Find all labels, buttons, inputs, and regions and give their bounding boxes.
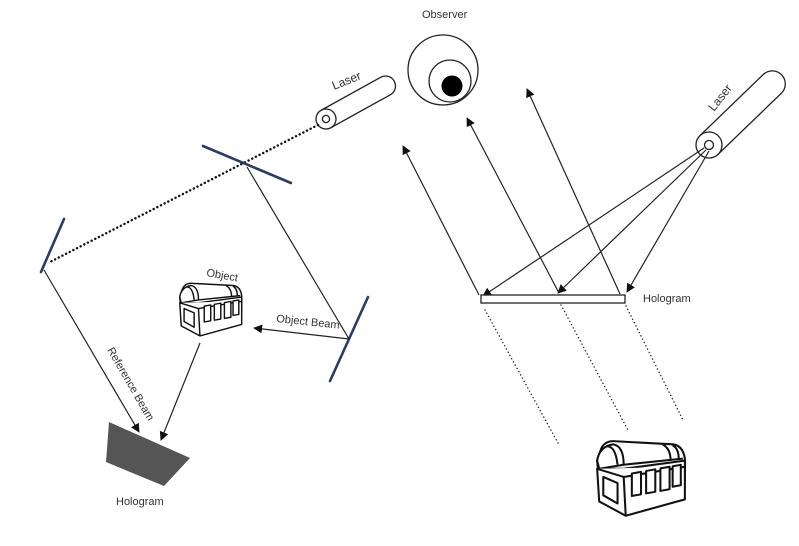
virtual-ray-3 xyxy=(625,305,684,421)
split-beam xyxy=(246,166,350,340)
object-scatter-arrow xyxy=(159,342,201,441)
laser-beam-dotted xyxy=(48,123,320,264)
hologram-plate-reconstruction xyxy=(480,294,626,304)
laser-left: Laser xyxy=(315,69,397,130)
reconstructed-ray-3 xyxy=(526,88,621,295)
laser-ray-2 xyxy=(557,149,707,294)
reference-beam-label: Reference Beam xyxy=(104,346,156,423)
object-beam-arrow xyxy=(253,324,350,340)
reconstructed-ray-1 xyxy=(402,145,480,296)
reference-beam-arrow xyxy=(43,269,140,433)
reconstructed-ray-2 xyxy=(466,117,560,294)
reconstruction-setup: Observer Laser Hologram xyxy=(402,9,786,517)
virtual-ray-1 xyxy=(484,309,559,444)
laser-ray-1 xyxy=(482,147,705,297)
virtual-image-chest-icon xyxy=(596,440,686,517)
object-beam-label: Object Beam xyxy=(276,313,340,332)
treasure-chest-icon xyxy=(179,282,243,337)
eye-icon xyxy=(407,34,479,106)
observer: Observer xyxy=(407,9,479,106)
hologram-plate-recording xyxy=(106,422,190,486)
left-mirror xyxy=(39,217,66,274)
laser-ray-3 xyxy=(626,150,710,293)
beam-splitter-mirror xyxy=(201,144,293,185)
laser-right: Laser xyxy=(695,70,786,159)
laser-cylinder-icon xyxy=(695,70,786,159)
object: Object xyxy=(179,267,243,337)
virtual-ray-2 xyxy=(560,304,630,433)
hologram-right-label: Hologram xyxy=(643,293,691,305)
object-label: Object xyxy=(205,267,238,284)
hologram-left-label: Hologram xyxy=(116,496,164,508)
laser-cylinder-icon xyxy=(315,75,397,130)
observer-label: Observer xyxy=(422,9,468,21)
recording-setup: Laser Object Beam Object Reference Beam … xyxy=(39,69,397,508)
